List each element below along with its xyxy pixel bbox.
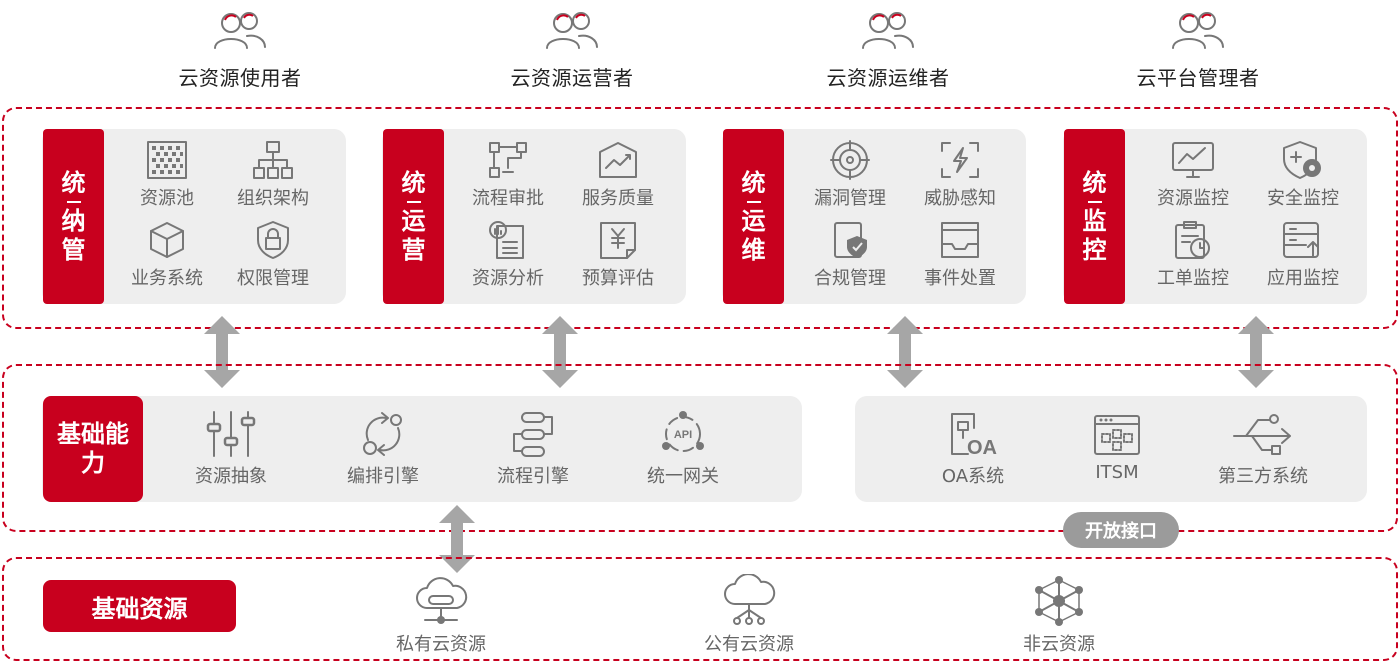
shield-plus-icon	[1283, 141, 1321, 179]
itsm-window-icon	[1094, 415, 1140, 455]
resource-private-cloud: 私有云资源	[366, 574, 516, 656]
usb-icon	[1233, 414, 1291, 455]
resource-band	[2, 557, 1398, 661]
feature-compliance-management: 合规管理	[790, 220, 910, 290]
network-hub-icon	[1035, 576, 1083, 626]
feature-service-quality: 服务质量	[558, 140, 678, 210]
double-arrow	[1238, 316, 1274, 388]
feature-security-monitoring: 安全监控	[1243, 140, 1363, 210]
server-upload-icon	[1283, 222, 1319, 258]
unified-maintenance-tab: 统 运 维	[723, 129, 784, 304]
users-icon	[1172, 12, 1224, 49]
sliders-icon	[206, 411, 256, 457]
budget-yen-icon	[600, 222, 636, 259]
role-label: 云资源运维者	[826, 66, 950, 90]
users-icon	[214, 12, 266, 49]
unified-monitoring-tab: 统 监 控	[1064, 129, 1125, 304]
role-label: 云资源运营者	[510, 66, 634, 90]
role-operator: 云资源运营者	[472, 10, 672, 91]
feature-incident-handling: 事件处置	[900, 220, 1020, 290]
feature-vulnerability-management: 漏洞管理	[790, 140, 910, 210]
oa-icon: OA	[951, 413, 997, 458]
report-analysis-icon	[489, 221, 524, 259]
foundation-capability-title: 基础能力	[43, 396, 143, 502]
public-cloud-icon	[724, 574, 776, 625]
monitor-chart-icon	[1172, 142, 1214, 178]
svg-text:API: API	[674, 429, 692, 441]
org-chart-icon	[253, 141, 293, 179]
capability-band	[2, 364, 1398, 532]
private-cloud-icon	[416, 577, 468, 624]
resource-non-cloud: 非云资源	[984, 574, 1134, 656]
feature-resource-pool: 资源池	[107, 140, 227, 210]
open-interface-badge: 开放接口	[1063, 512, 1179, 548]
cube-icon	[150, 222, 184, 258]
trend-chart-icon	[599, 142, 637, 178]
feature-ticket-monitoring: 工单监控	[1133, 220, 1253, 290]
unified-management-tab: 统 纳 管	[43, 129, 104, 304]
process-flow-icon	[513, 412, 553, 457]
integration-itsm: ITSM	[1052, 410, 1182, 483]
role-user: 云资源使用者	[140, 10, 340, 91]
role-label: 云资源使用者	[178, 66, 302, 90]
foundation-resource-title: 基础资源	[43, 580, 236, 632]
feature-org-structure: 组织架构	[213, 140, 333, 210]
flow-approval-icon	[489, 142, 527, 178]
role-label: 云平台管理者	[1136, 66, 1260, 90]
feature-application-monitoring: 应用监控	[1243, 220, 1363, 290]
feature-budget-evaluation: 预算评估	[558, 220, 678, 290]
double-arrow	[439, 505, 475, 573]
double-arrow	[542, 316, 578, 388]
integration-panel	[855, 396, 1367, 502]
feature-resource-analysis: 资源分析	[448, 220, 568, 290]
target-icon	[830, 140, 870, 180]
compliance-shield-icon	[834, 222, 867, 258]
shield-lock-icon	[257, 221, 289, 259]
capability-unified-gateway: API 统一网关	[618, 410, 748, 488]
threat-scan-icon	[941, 142, 979, 178]
feature-process-approval: 流程审批	[448, 140, 568, 210]
resource-public-cloud: 公有云资源	[674, 574, 824, 656]
role-admin: 云平台管理者	[1098, 10, 1298, 91]
feature-permission-management: 权限管理	[213, 220, 333, 290]
cycle-arrows-icon	[363, 412, 402, 456]
users-icon	[862, 12, 914, 49]
feature-threat-awareness: 威胁感知	[900, 140, 1020, 210]
double-arrow	[887, 316, 923, 388]
integration-third-party: 第三方系统	[1198, 410, 1328, 488]
clipboard-clock-icon	[1175, 221, 1210, 259]
feature-resource-monitoring: 资源监控	[1133, 140, 1253, 210]
api-gateway-icon: API	[662, 411, 704, 452]
grid-pool-icon	[147, 141, 187, 179]
capability-resource-abstraction: 资源抽象	[166, 410, 296, 488]
users-icon	[546, 12, 598, 49]
integration-oa: OA OA系统	[908, 410, 1038, 488]
inbox-icon	[941, 222, 979, 258]
double-arrow	[204, 316, 240, 388]
role-maintainer: 云资源运维者	[788, 10, 988, 91]
feature-business-system: 业务系统	[107, 220, 227, 290]
capability-orchestration-engine: 编排引擎	[318, 410, 448, 488]
svg-text:OA: OA	[967, 437, 997, 458]
capability-process-engine: 流程引擎	[468, 410, 598, 488]
management-band	[2, 107, 1398, 329]
unified-operations-tab: 统 运 营	[383, 129, 444, 304]
